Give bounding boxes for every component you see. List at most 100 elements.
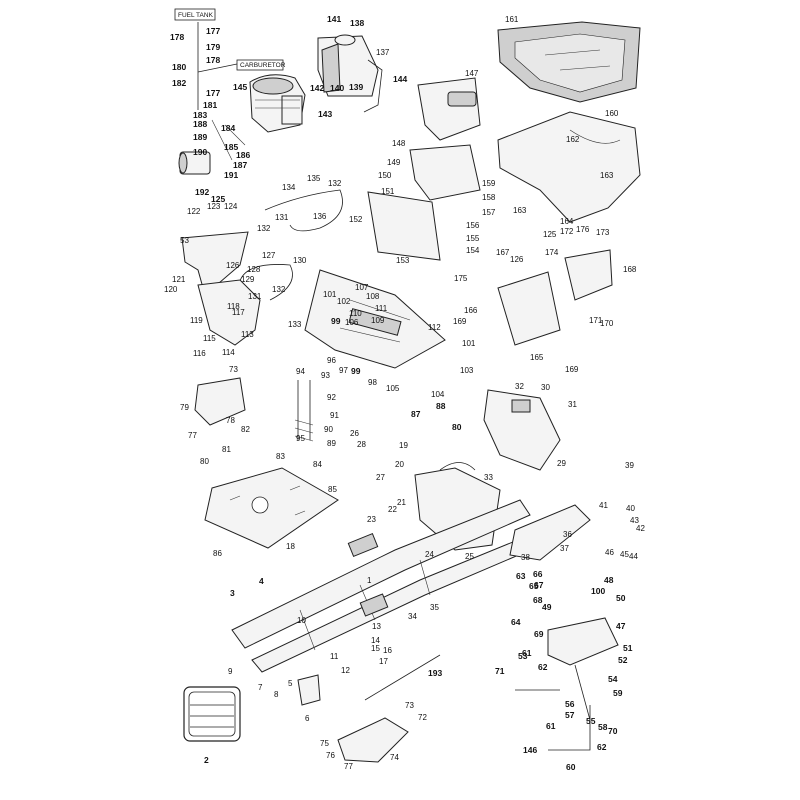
part-callout: 3 — [230, 588, 235, 598]
part-callout: 74 — [390, 753, 399, 762]
part-callout: 5 — [288, 679, 293, 688]
part-callout: 192 — [195, 187, 209, 197]
part-callout: 124 — [224, 202, 238, 211]
part-callout: 117 — [232, 308, 245, 317]
part-callout: 122 — [187, 207, 201, 216]
part-callout: 162 — [566, 135, 580, 144]
part-callout: 21 — [397, 498, 406, 507]
part-callout: 156 — [466, 221, 480, 230]
part-callout: 121 — [172, 275, 186, 284]
part-callout: 63 — [516, 571, 526, 581]
part-callout: 128 — [247, 265, 261, 274]
engine — [249, 74, 306, 133]
part-callout: 151 — [381, 187, 395, 196]
part-callout: 185 — [224, 142, 238, 152]
part-callout: 131 — [275, 213, 289, 222]
part-callout: 51 — [623, 643, 633, 653]
part-callout: 83 — [276, 452, 285, 461]
fuel-tank-label: FUEL TANK — [178, 12, 214, 19]
part-callout: 98 — [368, 378, 377, 387]
part-callout: 31 — [568, 400, 577, 409]
part-callout: 103 — [460, 366, 474, 375]
part-callout: 7 — [258, 683, 263, 692]
part-callout: 73 — [405, 701, 414, 710]
fender-deck — [497, 111, 641, 223]
part-callout: 132 — [257, 224, 271, 233]
part-callout: 62 — [538, 662, 548, 672]
part-callout: 190 — [193, 147, 207, 157]
part-callout: 167 — [496, 248, 510, 257]
part-callout: 66 — [533, 569, 543, 579]
part-callout: 56 — [565, 699, 575, 709]
part-callout: 154 — [466, 246, 480, 255]
part-callout: 120 — [164, 285, 178, 294]
part-callout: 26 — [350, 429, 359, 438]
part-callout: 30 — [541, 383, 550, 392]
part-callout: 110 — [349, 309, 362, 318]
part-callout: 53 — [180, 236, 189, 245]
part-callout: 109 — [371, 316, 385, 325]
carburetor-label: CARBURETOR — [240, 62, 286, 69]
part-callout: 163 — [600, 171, 614, 180]
part-callout: 123 — [207, 202, 221, 211]
part-callout: 53 — [518, 651, 528, 661]
part-callout: 71 — [495, 666, 505, 676]
part-callout: 165 — [530, 353, 544, 362]
part-callout: 13 — [372, 622, 381, 631]
part-callout: 169 — [453, 317, 467, 326]
part-callout: 76 — [326, 751, 335, 760]
muffler — [178, 151, 211, 175]
part-callout: 15 — [371, 644, 380, 653]
front-bumper — [183, 686, 241, 742]
part-callout: 14 — [371, 636, 380, 645]
part-callout: 85 — [328, 485, 337, 494]
part-callout: 179 — [206, 42, 220, 52]
part-callout: 178 — [170, 32, 184, 42]
part-callout: 44 — [629, 552, 638, 561]
part-callout: 174 — [545, 248, 559, 257]
part-callout: 125 — [543, 230, 557, 239]
part-callout: 96 — [327, 356, 336, 365]
part-callout: 55 — [586, 716, 596, 726]
part-callout: 172 — [560, 227, 574, 236]
part-callout: 77 — [344, 762, 353, 771]
part-callout: 9 — [228, 667, 233, 676]
part-callout: 32 — [515, 382, 524, 391]
part-callout: 175 — [454, 274, 468, 283]
part-callout: 136 — [313, 212, 327, 221]
part-callout: 91 — [330, 411, 339, 420]
part-callout: 152 — [349, 215, 363, 224]
part-callout: 133 — [288, 320, 302, 329]
part-callout: 187 — [233, 160, 247, 170]
part-callout: 77 — [188, 431, 197, 440]
part-callout: 81 — [222, 445, 231, 454]
part-callout: 43 — [630, 516, 639, 525]
part-callout: 82 — [241, 425, 250, 434]
part-callout: 25 — [465, 552, 474, 561]
part-callout: 130 — [293, 256, 307, 265]
part-callout: 168 — [623, 265, 637, 274]
part-callout: 113 — [241, 330, 254, 339]
part-callout: 108 — [366, 292, 380, 301]
part-callout: 106 — [345, 318, 359, 327]
engine-plate — [204, 467, 339, 549]
part-callout: 139 — [349, 82, 363, 92]
part-callout: 84 — [313, 460, 322, 469]
part-callout: 80 — [200, 457, 209, 466]
part-callout: 37 — [560, 544, 569, 553]
part-callout: 147 — [465, 69, 479, 78]
part-callout: 105 — [386, 384, 400, 393]
part-callout: 126 — [226, 261, 240, 270]
part-callout: 57 — [565, 710, 575, 720]
part-callout: 90 — [324, 425, 333, 434]
part-callout: 50 — [616, 593, 626, 603]
part-callout: 107 — [355, 283, 369, 292]
part-callout: 87 — [411, 409, 421, 419]
part-callout: 45 — [620, 550, 629, 559]
part-callout: 47 — [616, 621, 626, 631]
part-callout: 150 — [378, 171, 392, 180]
part-callout: 97 — [339, 366, 348, 375]
part-callout: 49 — [542, 602, 552, 612]
part-callout: 189 — [193, 132, 207, 142]
part-callout: 93 — [321, 371, 330, 380]
